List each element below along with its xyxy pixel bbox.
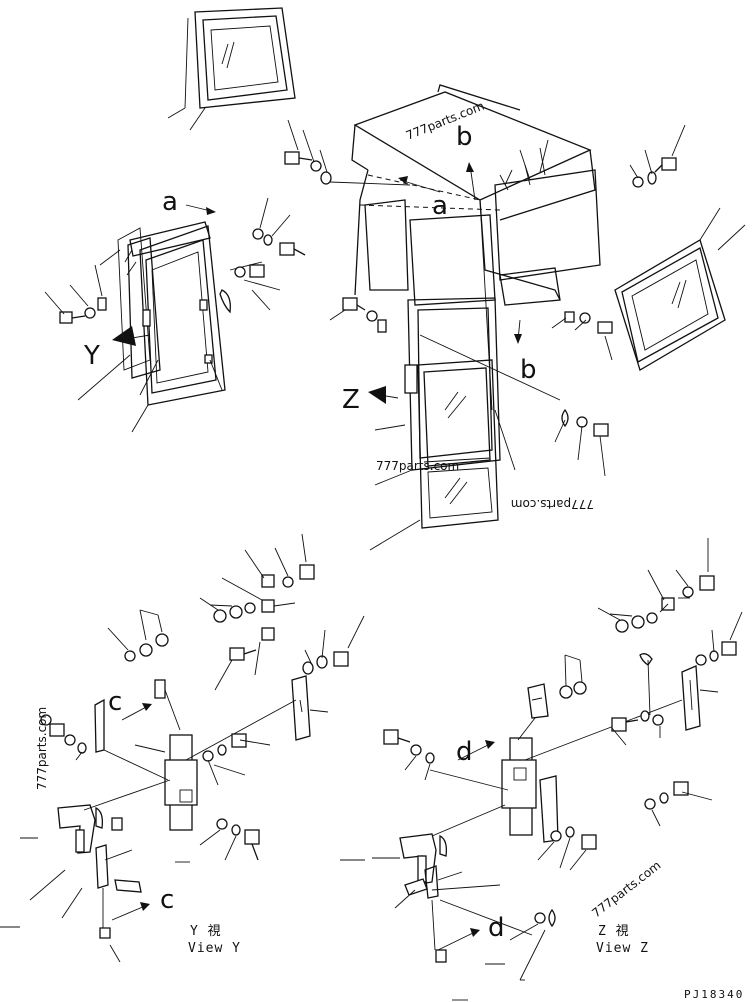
- arrow-d-lower-head: [470, 928, 480, 937]
- label-y: Y: [83, 341, 100, 371]
- cab-door: [369, 359, 499, 551]
- view-z-assembly: [429, 665, 719, 843]
- label-b-bottom: b: [520, 355, 537, 385]
- cab-roof: [351, 84, 601, 281]
- watermark-top: 777parts.com: [404, 99, 486, 143]
- label-z: Z: [342, 385, 360, 415]
- cab-body: [354, 169, 561, 306]
- label-c-upper: c: [108, 687, 122, 717]
- view-z-caption-en: View Z: [596, 941, 649, 956]
- cab-hardware: [284, 119, 686, 477]
- left-door-hardware: [44, 197, 306, 324]
- view-y-assembly: [94, 675, 329, 831]
- label-d-upper: d: [456, 737, 473, 767]
- arrow-d-lower: [437, 931, 476, 951]
- view-y-caption-en: View Y: [188, 941, 241, 956]
- reference-arrows-top: [185, 162, 522, 404]
- label-a-left: a: [162, 187, 178, 217]
- top-window-glass: [167, 7, 296, 131]
- watermark-cab: 777parts.com: [376, 459, 459, 473]
- bolt-3: [329, 297, 387, 333]
- bolt-1: [284, 119, 411, 186]
- view-z-caption-jp: Z 視: [598, 924, 630, 939]
- watermark-bottom-right: 777parts.com: [589, 858, 663, 920]
- arrow-d-upper-head: [485, 740, 495, 749]
- watermark-upside-down: 777parts.com: [511, 497, 594, 511]
- label-a-center: a: [432, 191, 448, 221]
- view-y-fasteners: [40, 533, 365, 861]
- arrow-c-upper-head: [142, 703, 152, 711]
- label-b-top: b: [456, 122, 473, 152]
- arrow-c-lower-head: [140, 902, 150, 911]
- view-z-latch: [340, 804, 556, 1001]
- view-y-caption-jp: Y 視: [190, 924, 222, 939]
- side-window-glass-right: [614, 207, 746, 371]
- watermark-left-vertical: 777parts.com: [35, 707, 49, 790]
- left-door-assembly: [77, 221, 263, 433]
- arrow-d-upper: [457, 743, 491, 761]
- drawing-code: PJ18340: [684, 988, 744, 1001]
- view-z-fasteners: [383, 538, 743, 871]
- bolt-2: [629, 124, 686, 188]
- arrow-c-lower: [111, 905, 146, 921]
- cab-door-frame: [404, 297, 501, 471]
- label-d-lower: d: [488, 913, 505, 943]
- arrow-y-head: [112, 326, 136, 346]
- bolt-4: [551, 311, 613, 361]
- label-c-lower: c: [160, 885, 174, 915]
- view-y-latch: [0, 779, 190, 963]
